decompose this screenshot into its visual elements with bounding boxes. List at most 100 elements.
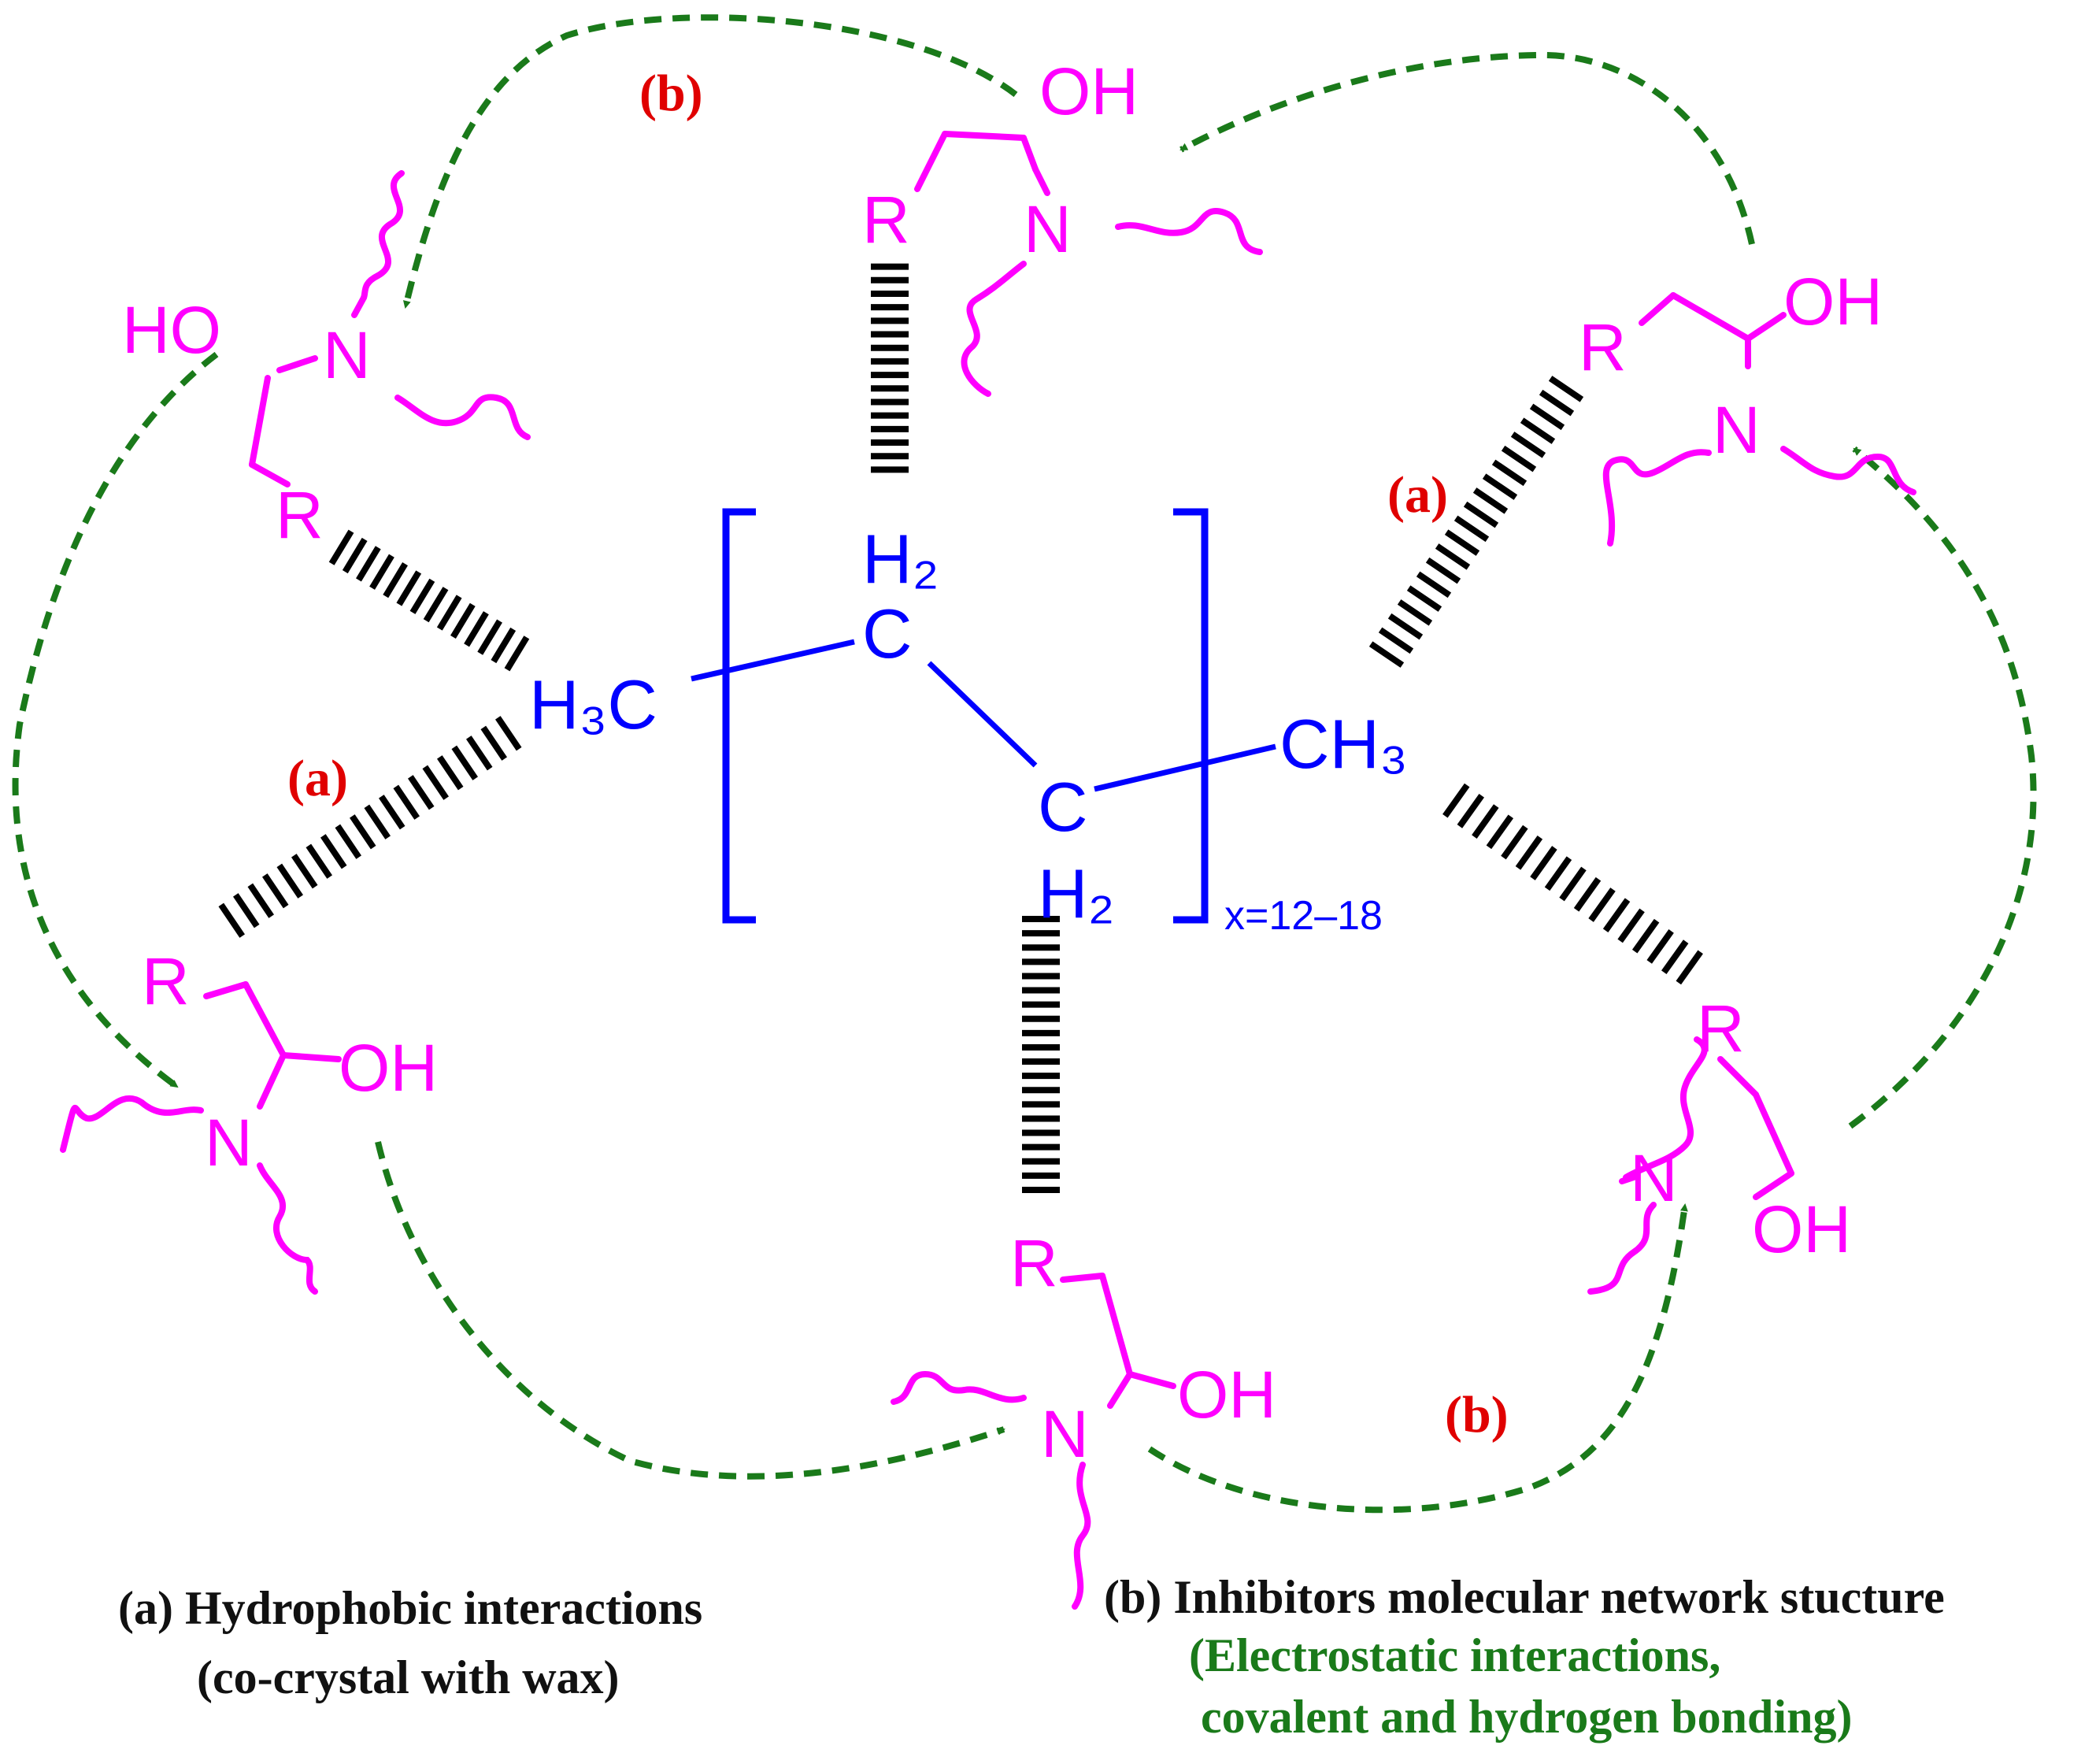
squiggle [394, 394, 531, 440]
hatch-line [1406, 585, 1442, 612]
hatch-line [1539, 389, 1575, 417]
caption-a-line1: (a) Hydrophobic interactions [118, 1582, 702, 1634]
inhibitor-molecules: HO N R OH N R [60, 54, 1916, 1610]
r-label: R [1697, 991, 1745, 1065]
hatch-line [349, 814, 376, 850]
h2-top-label: H₂ [862, 520, 939, 598]
hydrophobic-bond-lower-right [1442, 783, 1703, 985]
squiggle [1072, 1462, 1091, 1610]
inhibitor-bottom: OH N R [891, 1226, 1276, 1610]
label-b-top: (b) [639, 65, 703, 122]
label-b-bottom: (b) [1445, 1386, 1509, 1443]
hatch-line [422, 765, 450, 800]
hatch-line [1463, 501, 1499, 528]
hydrophobic-bond-upper-left [328, 529, 530, 672]
hatch-line [328, 529, 354, 565]
hatch-line [356, 546, 381, 582]
hatch-line [276, 863, 304, 899]
hatch-line [436, 755, 464, 791]
hatch-line [342, 537, 368, 574]
hydrophobic-bond-top [871, 263, 909, 473]
hatch-line [378, 795, 405, 830]
wax-bond-right [1094, 743, 1276, 792]
wax-molecule: H₃C CH₃ H₂ C C H₂ x=12–18 [529, 508, 1408, 939]
network-arrow-top-to-upper-left [402, 14, 1018, 309]
hatch-line [504, 636, 530, 672]
inhibitor-lower-right: OH N R [1587, 991, 1851, 1295]
n-label: N [1041, 1397, 1089, 1471]
hatch-line [393, 784, 420, 820]
ch3-label: CH₃ [1279, 705, 1408, 783]
oh-label: OH [1752, 1192, 1851, 1266]
r-label: R [862, 183, 910, 257]
hatch-line [1617, 908, 1645, 943]
hatch-line [218, 902, 246, 938]
wax-bond-left [691, 639, 855, 682]
hatch-line [450, 602, 476, 639]
hydrophobic-bonds [218, 263, 1703, 1193]
caption-a-line2: (co-crystal with wax) [197, 1651, 620, 1703]
hatch-line [1491, 459, 1528, 487]
r-label: R [276, 478, 324, 552]
left-bracket [722, 508, 756, 924]
hydrophobic-bond-bottom [1022, 916, 1060, 1193]
hatch-line [1661, 939, 1689, 975]
hatch-line [1573, 876, 1602, 912]
hatch-line [451, 745, 479, 780]
network-arrows [12, 14, 2037, 1514]
squiggle [1623, 1036, 1708, 1180]
squiggle [1115, 208, 1263, 255]
r-label: R [142, 944, 190, 1018]
squiggle [60, 1095, 204, 1153]
c-top-label: C [862, 595, 913, 673]
hatch-line [1676, 950, 1703, 985]
c-bottom-label: C [1038, 768, 1088, 846]
hydrophobic-bond-upper-right [1368, 376, 1584, 668]
hatch-line [480, 725, 508, 761]
hatch-line [464, 611, 489, 647]
hatch-line [1530, 846, 1557, 880]
n-label: N [1024, 192, 1072, 266]
network-arrow-lower-left-to-bottom [375, 1141, 1005, 1480]
h2-bottom-label: H₂ [1038, 854, 1115, 932]
hatch-line [1646, 929, 1674, 964]
hatch-line [261, 873, 289, 909]
hatch-line [291, 854, 318, 889]
label-a-left: (a) [287, 750, 348, 807]
r-label: R [1579, 310, 1627, 384]
squiggle [961, 261, 1027, 397]
hatch-line [477, 619, 502, 655]
right-bracket [1173, 508, 1209, 924]
hatch-line [232, 893, 260, 928]
hatch-line [1588, 888, 1616, 922]
hatch-line [1520, 417, 1556, 444]
squiggle [891, 1370, 1027, 1405]
hatch-line [1378, 627, 1414, 654]
hatch-line [1472, 487, 1509, 514]
hatch-line [1548, 376, 1584, 402]
hatch-line [1444, 529, 1480, 556]
hydrophobic-bond-lower-left [218, 716, 522, 938]
network-arrow-lower-right-to-upper-right [1848, 446, 2037, 1129]
squiggle [257, 1162, 318, 1295]
inhibitor-upper-right: OH N R [1579, 265, 1916, 547]
oh-label: OH [1177, 1358, 1276, 1432]
hatch-line [1482, 473, 1518, 500]
caption-b-line1: (b) Inhibitors molecular network stuctur… [1104, 1571, 1945, 1623]
hatch-line [1387, 613, 1424, 640]
n-label: N [205, 1106, 253, 1180]
hatch-line [1515, 835, 1543, 870]
network-arrow-upper-left-to-lower-left [12, 351, 219, 1090]
oh-label: OH [339, 1031, 438, 1105]
hatch-line [306, 843, 333, 879]
hatch-line [1486, 814, 1514, 850]
squiggle [361, 170, 405, 301]
r-label: R [1010, 1226, 1058, 1300]
squiggle [1602, 449, 1712, 547]
hatch-line [1631, 918, 1660, 954]
hatch-line [1602, 898, 1631, 933]
hatch-line [436, 595, 462, 631]
hatch-line [1529, 403, 1565, 431]
hatch-line [409, 578, 435, 614]
oh-label: OH [1039, 54, 1139, 128]
